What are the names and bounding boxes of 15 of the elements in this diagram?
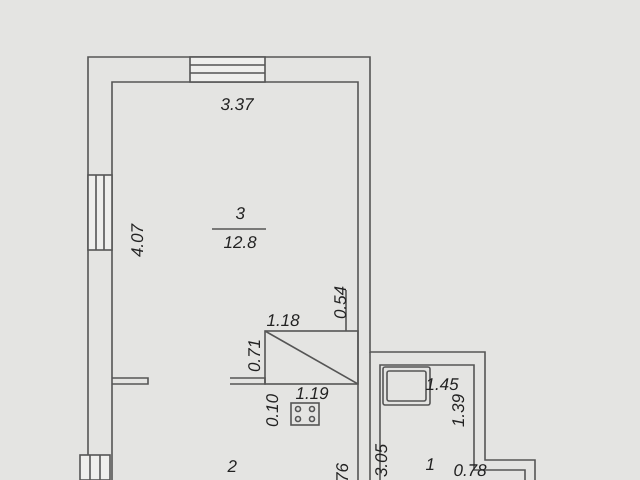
room-number: 1 [426,456,435,472]
dimension-label: 3.37 [220,96,254,112]
dimension-label: 0.54 [332,285,349,319]
dimension-label: 76 [333,462,350,480]
dimension-label: 0.71 [246,338,263,372]
dimension-label: 1.19 [296,384,329,402]
dimension-label: 0.10 [264,393,281,427]
dimension-label: 3.05 [372,443,390,477]
dimension-label: 0.78 [454,462,487,478]
dimension-label: 1.39 [450,393,467,427]
dimension-label: 4.07 [128,223,146,257]
room-number: 3 [236,204,245,222]
room-number: 2 [228,458,237,474]
dimension-label: 1.18 [266,312,300,328]
room-area: 12.8 [224,234,257,250]
